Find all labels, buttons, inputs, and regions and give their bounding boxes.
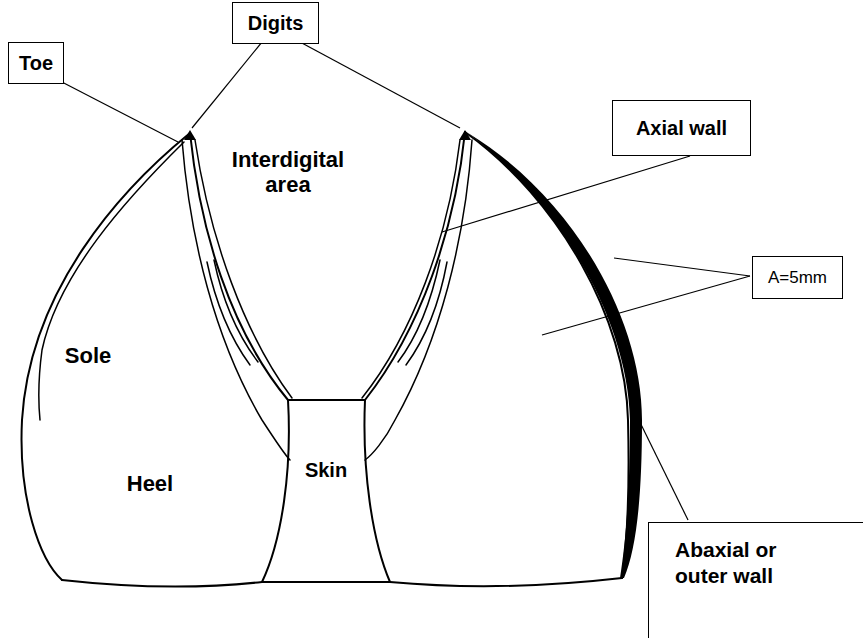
right-axial-lamella <box>398 260 440 362</box>
toe-tip <box>184 130 196 140</box>
right-axial-wall <box>365 132 465 400</box>
right-axial-lamella <box>406 262 447 365</box>
leader-line <box>58 80 178 142</box>
right-axial-wall-inner <box>365 140 472 460</box>
leader-line <box>630 402 688 520</box>
abaxial-wall-band <box>468 133 642 578</box>
left-axial-lamella <box>214 260 258 362</box>
region-label: Skin <box>296 459 356 482</box>
box-label: Axial wall <box>636 116 727 141</box>
label-box: A=5mm <box>752 256 843 299</box>
label-box: Axial wall <box>612 100 751 156</box>
leader-line <box>614 258 750 276</box>
box-label: Abaxial or outer wall <box>675 537 800 590</box>
skin-outline <box>364 400 390 582</box>
box-label: Toe <box>19 51 53 76</box>
right-axial-wall-inner <box>362 140 460 398</box>
heel-bottom-edge <box>62 578 622 587</box>
label-box: Toe <box>8 42 64 84</box>
box-label: A=5mm <box>768 267 827 288</box>
label-box: Digits <box>232 2 319 44</box>
left-claw-outline <box>22 133 190 580</box>
region-label: Sole <box>53 343 123 368</box>
region-label: Interdigital area <box>213 147 363 198</box>
box-label: Digits <box>248 11 304 36</box>
leader-line <box>192 42 262 128</box>
skin-outline <box>262 400 289 582</box>
left-axial-lamella <box>207 262 250 365</box>
leader-line <box>542 276 750 335</box>
region-label: Heel <box>115 471 185 496</box>
left-claw-wall-line <box>39 142 184 420</box>
skin-outline <box>288 399 365 401</box>
label-box: Abaxial or outer wall <box>648 522 863 638</box>
leader-line <box>442 156 690 232</box>
leader-line <box>300 42 460 128</box>
toe-tip <box>459 130 471 140</box>
